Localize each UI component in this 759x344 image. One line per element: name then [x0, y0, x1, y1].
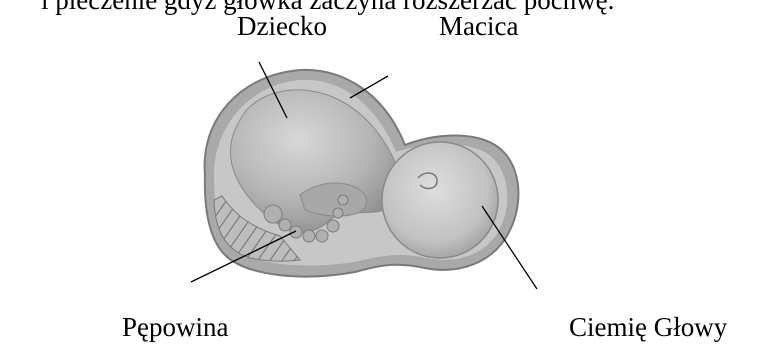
fetus-head — [382, 142, 498, 258]
